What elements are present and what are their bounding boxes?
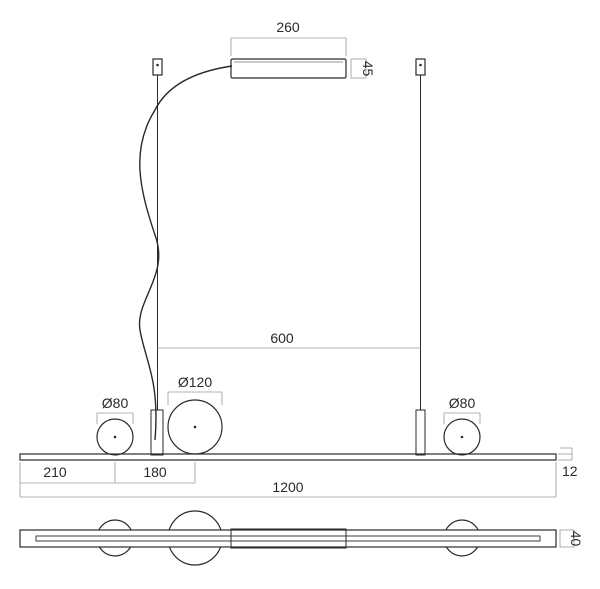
offset-left-label: 210 (43, 464, 67, 480)
bar-thickness-dimension: 12 (558, 447, 578, 479)
ceiling-canopy-left (152, 58, 163, 76)
bar-depth-label: 40 (568, 531, 584, 547)
total-length-dimension: 1200 (19, 462, 557, 498)
bar-thickness-label: 12 (562, 463, 578, 479)
offset-dimensions: 210 180 (19, 462, 196, 484)
light-bar-front (19, 453, 557, 461)
globe-small-left-label: Ø80 (102, 395, 129, 411)
connector-right (415, 409, 426, 456)
bar-depth-dimension: 40 (559, 529, 584, 548)
globe-large-label: Ø120 (178, 374, 212, 390)
top-view-bar-slot (35, 535, 541, 542)
top-view (19, 510, 557, 566)
globe-large-dimension: Ø120 (167, 374, 223, 405)
globe-small-left-dimension: Ø80 (96, 395, 134, 424)
suspension-spacing-label: 600 (270, 330, 294, 346)
driver-height-label: 45 (360, 61, 376, 77)
driver-length-dimension: 260 (230, 19, 347, 56)
globe-small-right-dimension: Ø80 (443, 395, 481, 424)
globe-small-right (443, 418, 481, 456)
top-view-bar (19, 529, 557, 548)
globe-small-left (96, 418, 134, 456)
driver-height-dimension: 45 (350, 58, 376, 79)
driver-box (230, 58, 347, 79)
power-cable (138, 65, 233, 441)
globe-large (167, 399, 223, 455)
ceiling-canopy-right (415, 58, 426, 76)
globe-small-right-label: Ø80 (449, 395, 476, 411)
suspension-spacing-dimension: 600 (157, 330, 421, 349)
driver-length-label: 260 (276, 19, 300, 35)
total-length-label: 1200 (272, 479, 303, 495)
connector-left (150, 409, 164, 456)
offset-globe-label: 180 (143, 464, 167, 480)
